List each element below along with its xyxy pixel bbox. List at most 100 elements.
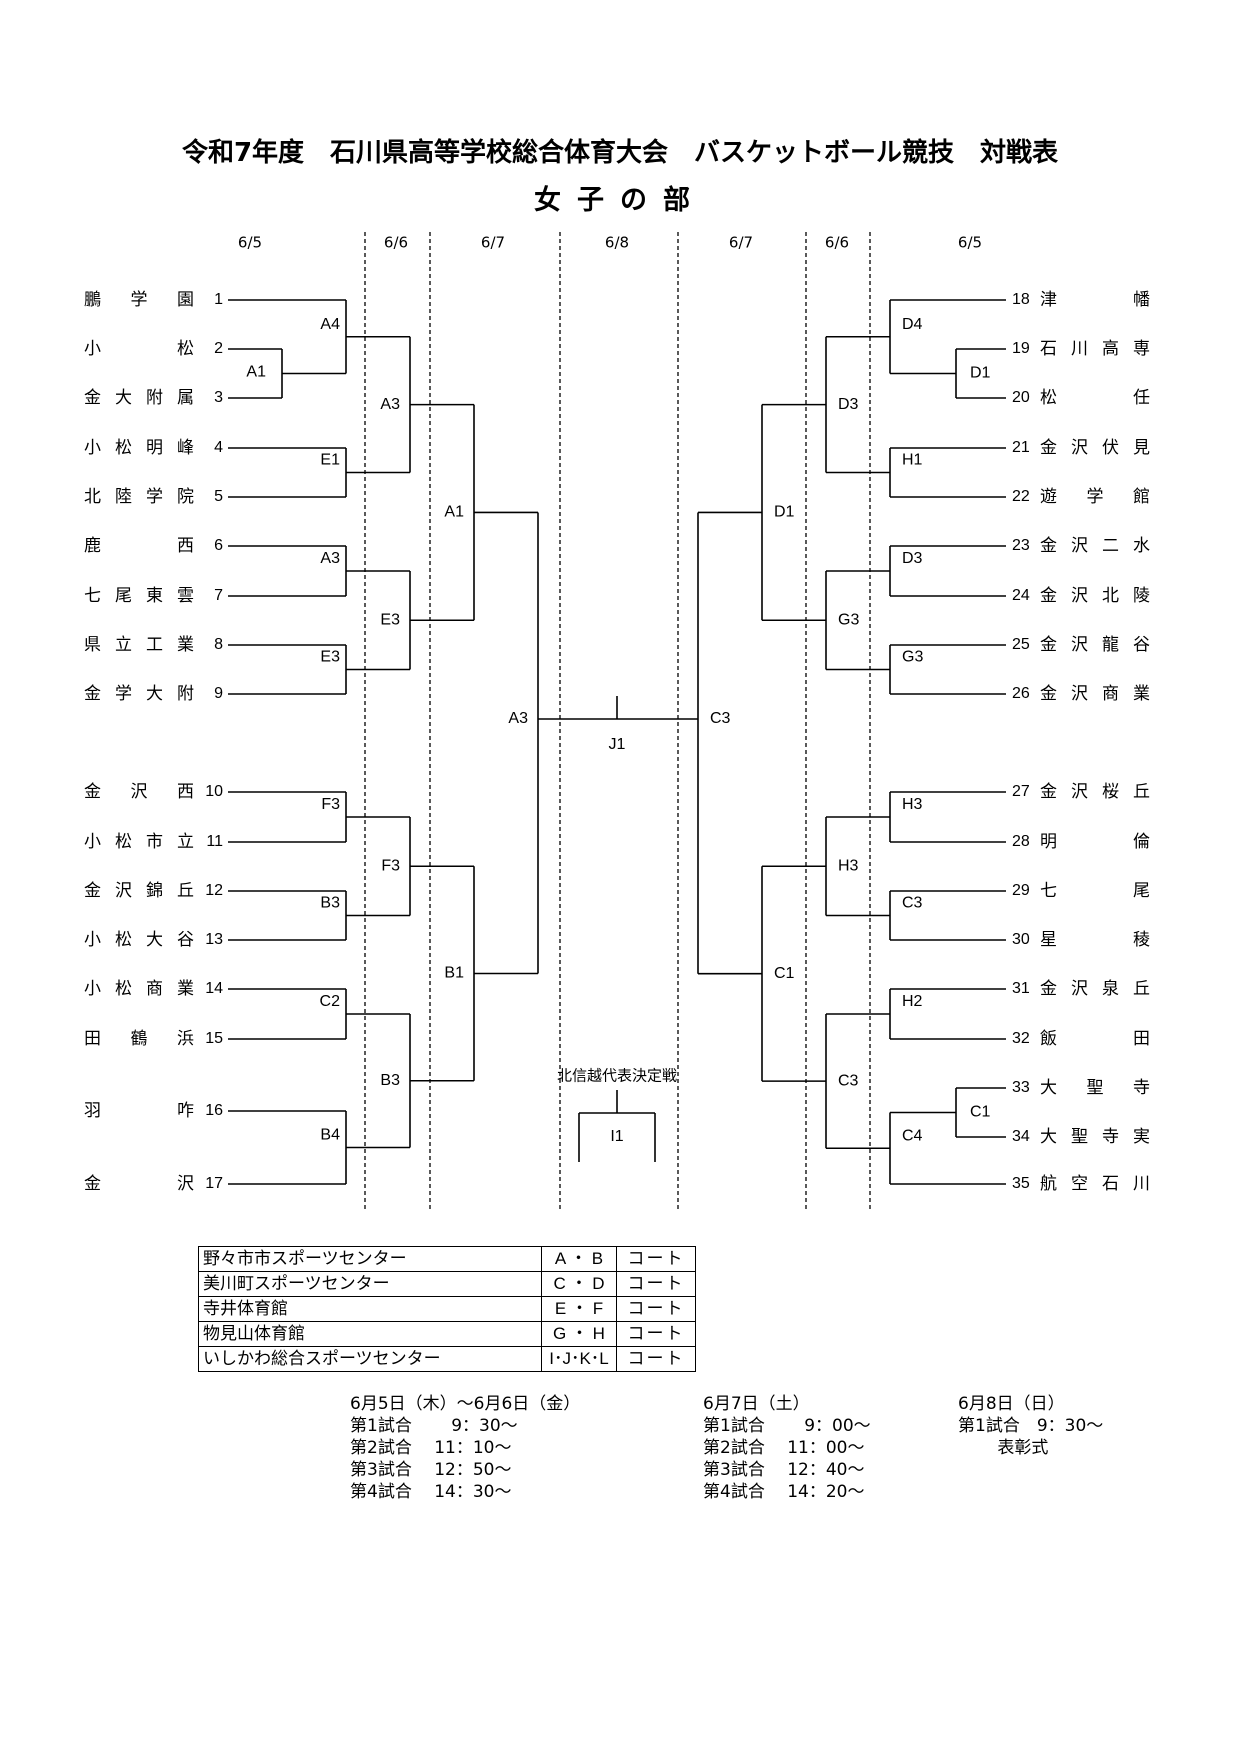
page-subtitle: 女子の部 [534, 185, 706, 216]
team-seed: 34 [1012, 1128, 1030, 1145]
venue-unit: コート [616, 1321, 696, 1347]
team-name-text: 北陸学院 [84, 487, 194, 507]
team-seed: 3 [214, 389, 223, 406]
team-seed: 24 [1012, 587, 1030, 604]
venue-unit: コート [616, 1296, 696, 1322]
team-name: 金沢北陵 [1040, 586, 1150, 606]
team-name-text: 航空石川 [1040, 1174, 1150, 1194]
team-name-text: 七尾 [1040, 881, 1150, 901]
bracket-lines [228, 299, 1006, 1185]
venue-unit: コート [616, 1346, 696, 1372]
team-seed: 12 [205, 882, 223, 899]
team-name-text: 松任 [1040, 388, 1150, 408]
team-name-text: 鵬学園 [84, 290, 194, 310]
schedule-game-time: 第2試合 11：10～ [350, 1438, 512, 1458]
match-label: H3 [902, 796, 923, 813]
team-name: 小松市立 [84, 832, 194, 852]
schedule-day-heading: 6月5日（木）～6月6日（金） [350, 1394, 581, 1414]
team-seed: 19 [1012, 340, 1030, 357]
team-name: 金沢西 [84, 782, 194, 802]
match-label: B1 [444, 965, 464, 982]
schedule-day-heading: 6月8日（日） [958, 1394, 1065, 1414]
team-seed: 32 [1012, 1030, 1030, 1047]
schedule-game-time: 第2試合 11：00～ [703, 1438, 865, 1458]
match-labels: A1A4E1A3E3F3B3C2B4A3E3F3B3A1B1A3D1C1D4H1… [246, 316, 990, 1145]
date-header: 6/8 [605, 234, 629, 252]
team-seed: 18 [1012, 291, 1030, 308]
team-name: 七尾東雲 [84, 586, 194, 606]
team-name: 県立工業 [84, 635, 194, 655]
team-name: 大聖寺実 [1040, 1127, 1150, 1147]
match-label: H2 [902, 993, 923, 1010]
team-name: 遊学館 [1040, 487, 1150, 507]
team-seed: 10 [205, 783, 223, 800]
team-name-text: 羽咋 [84, 1101, 194, 1121]
match-label: C3 [902, 895, 923, 912]
hokushinetsu-label: 北信越代表決定戦 [557, 1067, 677, 1085]
match-label: I1 [610, 1128, 623, 1145]
match-label: H3 [838, 857, 859, 874]
team-name: 星稜 [1040, 930, 1150, 950]
team-seed: 5 [214, 488, 223, 505]
match-label: C4 [902, 1127, 923, 1144]
team-name-text: 金沢伏見 [1040, 438, 1150, 458]
venue-name: 野々市市スポーツセンター [198, 1246, 542, 1272]
schedule-day-1: 6月5日（木）～6月6日（金）第1試合 9：30～第2試合 11：10～第3試合… [350, 1393, 580, 1503]
team-name: 松任 [1040, 388, 1150, 408]
team-name-text: 津幡 [1040, 290, 1150, 310]
match-label: A1 [246, 364, 266, 381]
team-name: 飯田 [1040, 1029, 1150, 1049]
team-seed: 35 [1012, 1175, 1030, 1192]
schedule-game-time: 第3試合 12：50～ [350, 1460, 512, 1480]
date-header: 6/7 [729, 234, 753, 252]
team-seed: 33 [1012, 1079, 1030, 1096]
team-name-text: 小松 [84, 339, 194, 359]
date-header: 6/6 [825, 234, 849, 252]
team-seed: 27 [1012, 783, 1030, 800]
team-name: 北陸学院 [84, 487, 194, 507]
team-seed: 20 [1012, 389, 1030, 406]
team-seed: 17 [205, 1175, 223, 1192]
schedule-day-4: 6月8日（日）第1試合 9：30～ 表彰式 [958, 1393, 1103, 1459]
team-name-text: 金沢商業 [1040, 684, 1150, 704]
venue-name: 寺井体育館 [198, 1296, 542, 1322]
team-seed: 9 [214, 685, 223, 702]
team-name-text: 県立工業 [84, 635, 194, 655]
team-name: 津幡 [1040, 290, 1150, 310]
team-seed: 28 [1012, 833, 1030, 850]
match-label: G3 [838, 611, 859, 628]
team-seed: 22 [1012, 488, 1030, 505]
team-name-text: 遊学館 [1040, 487, 1150, 507]
team-name-text: 金沢北陵 [1040, 586, 1150, 606]
team-name-text: 金沢西 [84, 782, 194, 802]
team-name: 小松大谷 [84, 930, 194, 950]
match-label: A3 [320, 550, 340, 567]
team-name: 七尾 [1040, 881, 1150, 901]
team-name-text: 金学大附 [84, 684, 194, 704]
team-seed: 23 [1012, 537, 1030, 554]
match-label: F3 [321, 796, 340, 813]
team-name-text: 星稜 [1040, 930, 1150, 950]
match-label: E3 [320, 649, 340, 666]
match-label: J1 [609, 736, 626, 753]
team-name: 小松明峰 [84, 438, 194, 458]
team-seed: 29 [1012, 882, 1030, 899]
schedule-game-time: 第3試合 12：40～ [703, 1460, 865, 1480]
venue-unit: コート [616, 1271, 696, 1297]
team-name-text: 石川高専 [1040, 339, 1150, 359]
match-label: C3 [838, 1072, 859, 1089]
team-name: 航空石川 [1040, 1174, 1150, 1194]
team-name: 鹿西 [84, 536, 194, 556]
date-header: 6/7 [481, 234, 505, 252]
venue-courts: E ・ F [541, 1296, 617, 1322]
team-name-text: 小松明峰 [84, 438, 194, 458]
match-label: B3 [320, 895, 340, 912]
schedule-game-time: 第1試合 9：30～ [350, 1416, 518, 1436]
team-name: 金沢商業 [1040, 684, 1150, 704]
match-label: C3 [710, 710, 731, 727]
